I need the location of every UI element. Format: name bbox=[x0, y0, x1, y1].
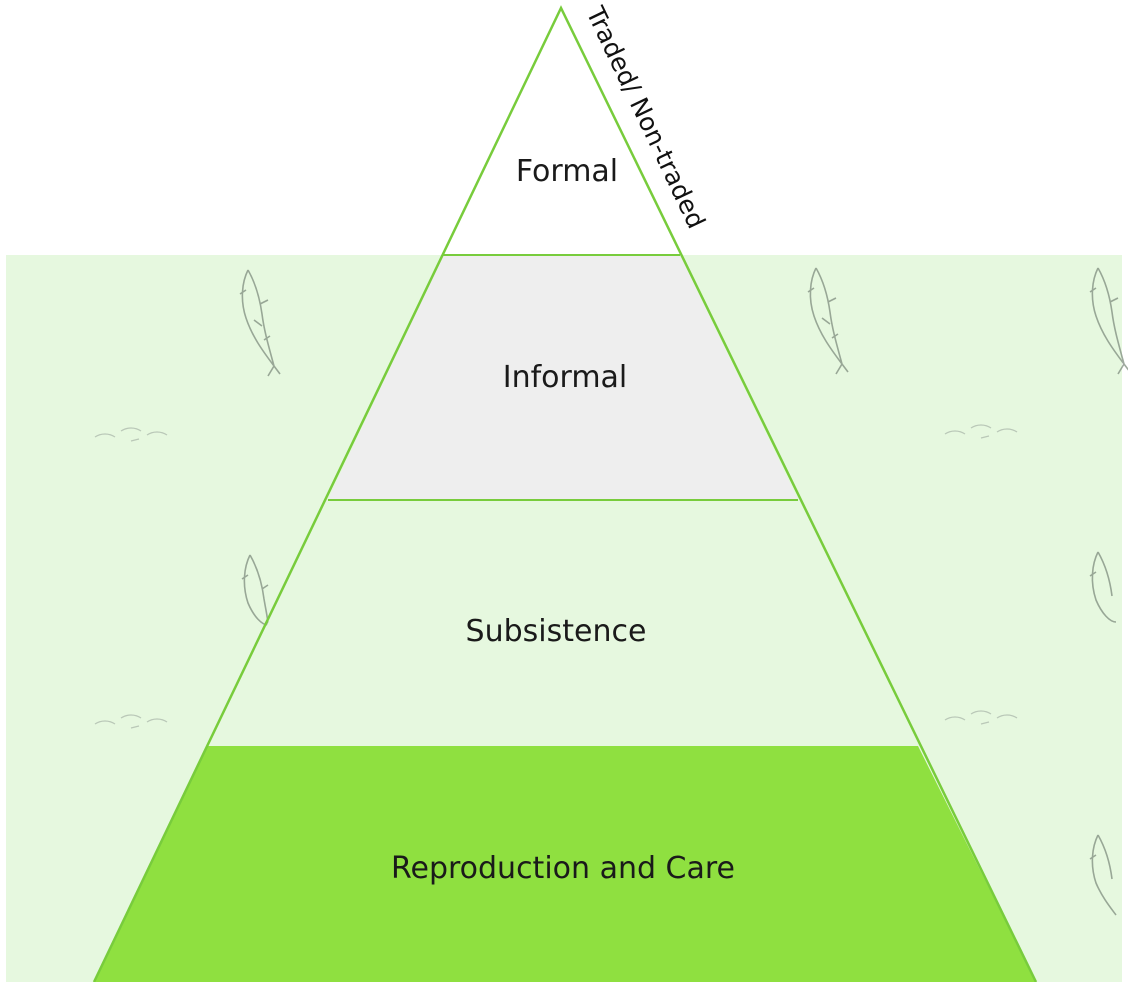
fish-icon bbox=[239, 269, 281, 377]
tier-subsistence bbox=[208, 500, 918, 746]
tier-label-formal: Formal bbox=[516, 154, 618, 189]
fish-school-icon bbox=[94, 427, 168, 442]
tier-reproduction-and-care bbox=[94, 746, 1036, 982]
fish-icon bbox=[241, 554, 269, 626]
pyramid-outline bbox=[92, 5, 1038, 982]
tier-formal bbox=[443, 8, 680, 255]
tier-informal bbox=[328, 255, 798, 500]
fish-school-icon bbox=[94, 714, 168, 729]
fish-school-icon bbox=[944, 424, 1018, 439]
tier-label-reproduction-and-care: Reproduction and Care bbox=[391, 851, 735, 886]
fish-icon bbox=[807, 267, 849, 375]
fish-icon bbox=[1089, 267, 1128, 375]
fish-icon bbox=[1089, 834, 1117, 916]
fish-school-icon bbox=[944, 710, 1018, 725]
tier-label-subsistence: Subsistence bbox=[466, 614, 647, 649]
fish-icon bbox=[1089, 551, 1117, 623]
tier-label-informal: Informal bbox=[503, 360, 628, 395]
